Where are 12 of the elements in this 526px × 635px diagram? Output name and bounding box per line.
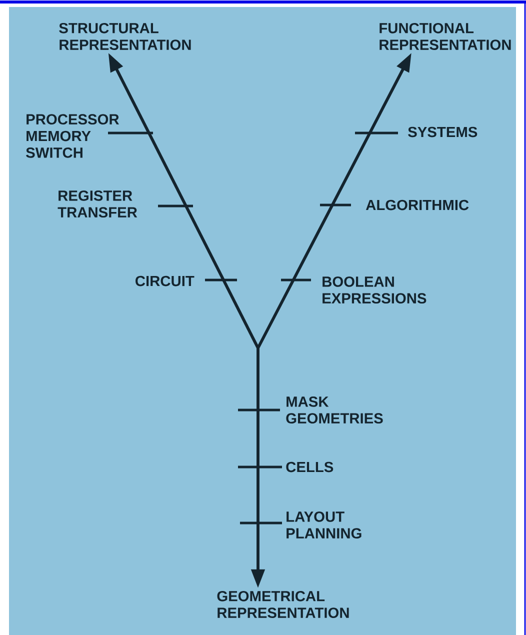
level-label: CELLS [286, 462, 334, 472]
level-label: MASK GEOMETRIES [286, 396, 383, 424]
level-label: PROCESSOR MEMORY SWITCH [26, 114, 120, 158]
level-label: CIRCUIT [136, 276, 194, 286]
level-label: BOOLEAN EXPRESSIONS [322, 276, 426, 304]
level-label: LAYOUT PLANNING [286, 512, 362, 539]
axis-title: FUNCTIONAL REPRESENTATION [380, 22, 511, 50]
axis-title: GEOMETRICAL REPRESENTATION [217, 590, 349, 618]
level-label: REGISTER TRANSFER [58, 190, 138, 218]
level-label: ALGORITHMIC [366, 200, 469, 210]
level-label: SYSTEMS [408, 126, 478, 138]
axis-title: STRUCTURAL REPRESENTATION [59, 22, 191, 50]
